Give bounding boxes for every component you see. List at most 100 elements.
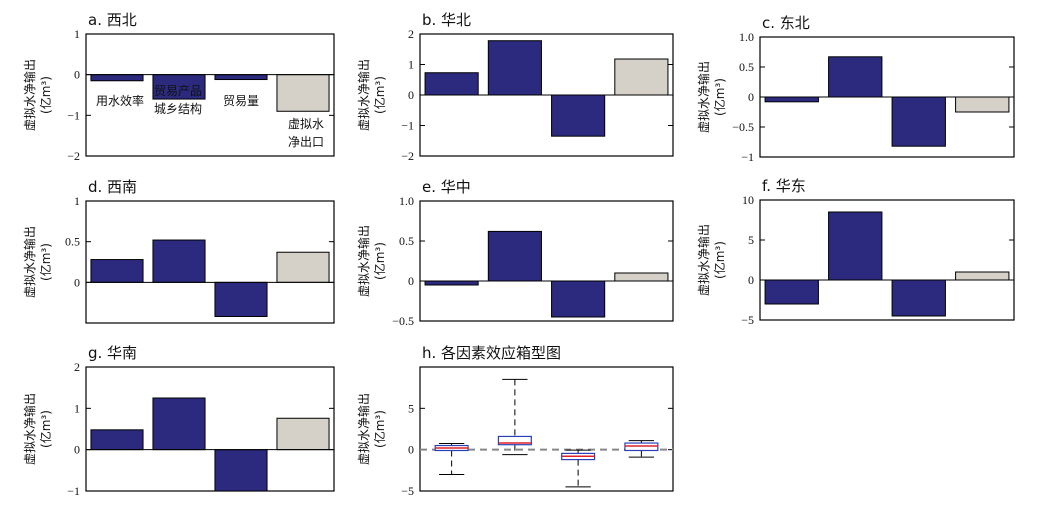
- y-tick-label: 1.0: [399, 194, 414, 208]
- plot-frame: [419, 200, 674, 322]
- y-axis-label: 虚拟水净输出: [356, 59, 371, 131]
- bar-3: [276, 74, 330, 112]
- y-tick-label: −2: [401, 149, 414, 163]
- y-axis-label: 虚拟水净输出: [356, 393, 371, 465]
- y-axis-unit: (亿m³): [38, 76, 53, 114]
- y-axis-label: 虚拟水净输出: [696, 224, 711, 296]
- y-tick-label: −0.5: [732, 120, 754, 134]
- panel-title: a. 西北: [88, 11, 137, 29]
- bar-1: [152, 239, 206, 283]
- category-annotation: 贸易量: [223, 94, 259, 108]
- y-tick-label: 0: [748, 273, 754, 287]
- panel-4: e. 华中 1.0 0.5 0 −0.5 虚拟水净输出(亿m³): [356, 178, 674, 328]
- bar-3: [276, 417, 330, 451]
- bar-2: [214, 74, 268, 81]
- y-tick-label: 0: [408, 443, 414, 457]
- y-axis-unit: (亿m³): [372, 410, 387, 448]
- y-tick-label: 5: [748, 233, 754, 247]
- y-tick-label: −5: [741, 313, 754, 327]
- y-axis-label: 虚拟水净输出: [696, 61, 711, 133]
- bar-1: [152, 74, 206, 100]
- y-tick-label: 0: [74, 443, 80, 457]
- y-tick-label: 1: [74, 194, 80, 208]
- y-tick-label: −1: [67, 108, 80, 122]
- bar-2: [891, 96, 946, 147]
- category-annotation: 虚拟水: [288, 117, 324, 131]
- y-tick-label: 0.5: [65, 235, 80, 249]
- y-tick-label: 0.5: [399, 234, 414, 248]
- y-tick-label: 5: [408, 401, 414, 415]
- bar-2: [551, 280, 606, 318]
- bar-2: [551, 94, 606, 137]
- y-axis-label: 虚拟水净输出: [356, 225, 371, 297]
- bar-0: [90, 259, 144, 283]
- y-tick-label: 2: [74, 360, 80, 374]
- bar-2: [214, 449, 268, 492]
- y-tick-label: −1: [401, 119, 414, 133]
- category-annotation: 城乡结构: [154, 101, 202, 116]
- bar-0: [90, 74, 144, 82]
- y-tick-label: 1: [74, 401, 80, 415]
- bar-0: [424, 280, 479, 286]
- y-tick-label: −5: [401, 484, 414, 498]
- y-tick-label: −0.5: [392, 314, 414, 328]
- category-annotation: 用水效率: [96, 93, 144, 108]
- plot-frame: [419, 366, 674, 492]
- y-tick-label: −1: [741, 150, 754, 164]
- y-axis-unit: (亿m³): [38, 243, 53, 281]
- bar-0: [90, 429, 144, 451]
- panel-title: f. 华东: [762, 177, 806, 195]
- category-annotation: 净出口: [288, 135, 324, 149]
- y-axis-label: 虚拟水净输出: [22, 59, 37, 131]
- y-tick-label: 1: [408, 58, 414, 72]
- bar-0: [764, 279, 819, 305]
- y-axis-unit: (亿m³): [712, 78, 727, 116]
- panel-title: d. 西南: [88, 178, 137, 196]
- y-tick-label: 1: [74, 27, 80, 41]
- y-tick-label: 0: [74, 68, 80, 82]
- bar-1: [152, 397, 206, 451]
- y-tick-label: 0: [408, 88, 414, 102]
- panel-0: a. 西北 1 0 −1 −2 虚拟水净输出(亿m³): [22, 11, 335, 163]
- y-axis-label: 虚拟水净输出: [22, 393, 37, 465]
- y-axis-unit: (亿m³): [372, 242, 387, 280]
- bar-3: [955, 96, 1010, 113]
- y-axis-unit: (亿m³): [712, 241, 727, 279]
- y-tick-label: 0.5: [739, 60, 754, 74]
- box-3: [624, 442, 659, 452]
- y-tick-label: 0: [408, 274, 414, 288]
- bar-1: [828, 211, 883, 281]
- y-tick-label: 1.0: [739, 30, 754, 44]
- y-tick-label: −2: [67, 149, 80, 163]
- panel-7: h. 各因素效应箱型图 5 0 −5 虚拟水净输出(亿m³): [356, 344, 674, 498]
- bar-1: [828, 56, 883, 98]
- panel-3: d. 西南 1 0.5 0 虚拟水净输出(亿m³): [22, 178, 335, 324]
- panel-title: e. 华中: [422, 178, 471, 196]
- panel-title: g. 华南: [88, 344, 137, 362]
- bar-1: [487, 40, 542, 96]
- bar-0: [424, 72, 479, 96]
- bar-3: [614, 272, 669, 282]
- y-axis-label: 虚拟水净输出: [22, 226, 37, 298]
- panel-title: h. 各因素效应箱型图: [422, 344, 561, 362]
- bar-2: [891, 279, 946, 317]
- bar-3: [955, 271, 1010, 281]
- bar-3: [276, 251, 330, 283]
- bar-0: [764, 96, 819, 103]
- y-tick-label: 2: [408, 27, 414, 41]
- box-1: [497, 435, 532, 446]
- bar-1: [487, 230, 542, 282]
- y-axis-unit: (亿m³): [372, 76, 387, 114]
- y-tick-label: 0: [74, 275, 80, 289]
- panel-title: c. 东北: [762, 14, 810, 32]
- panel-2: c. 东北 1.0 0.5 0 −0.5 −1 虚拟水净输出(亿m³): [696, 14, 1015, 164]
- bar-3: [614, 58, 669, 96]
- y-tick-label: 0: [748, 90, 754, 104]
- bar-2: [214, 281, 268, 317]
- category-annotation: 贸易产品: [154, 84, 202, 98]
- y-tick-label: −1: [67, 484, 80, 498]
